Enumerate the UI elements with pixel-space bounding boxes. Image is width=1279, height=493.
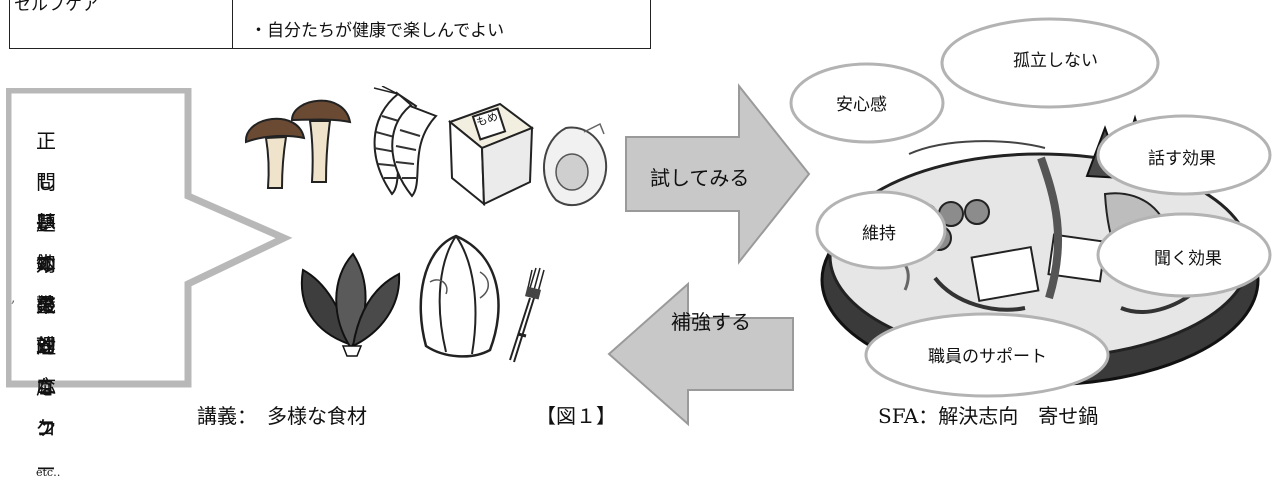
reinforce-arrow-label: 補強する	[671, 310, 751, 334]
stray-mark: ,	[11, 290, 16, 306]
table-divider	[232, 0, 233, 48]
bubble-hanasu-label: 話す効果	[1148, 149, 1216, 169]
bubble-kiku	[1096, 212, 1272, 298]
bubble-iji	[815, 190, 947, 270]
natto-icon	[447, 102, 535, 207]
bubble-anshin-label: 安心感	[836, 95, 887, 115]
spinach-icon	[300, 252, 401, 357]
try-arrow	[625, 83, 811, 265]
table-right-cell: ・自分たちが健康で楽しんでよい	[250, 21, 505, 41]
try-arrow-label: 試してみる	[650, 166, 750, 190]
mushroom-icon	[244, 99, 352, 189]
lecture-arrow-box	[6, 88, 293, 388]
reinforce-arrow	[607, 281, 794, 427]
caption-center: 【図１】	[536, 404, 616, 428]
bubble-support-label: 職員のサポート	[928, 347, 1047, 367]
table-left-cell: セルフケア	[14, 0, 99, 15]
noodles-icon	[509, 267, 545, 363]
lecture-line: 問題の整理	[36, 170, 56, 358]
shrimp-icon	[373, 86, 438, 198]
lecture-line-last: ションetc‥	[36, 334, 61, 479]
caption-right: SFA：解決志向 寄せ鍋	[878, 404, 1099, 428]
bubble-koritsu-label: 孤立しない	[1013, 51, 1098, 71]
bubble-hanasu	[1096, 114, 1272, 196]
top-table: セルフケア ・自分たちが健康で楽しんでよい	[9, 0, 651, 49]
lecture-line: ミュニケー	[36, 293, 56, 481]
bubble-anshin	[789, 62, 945, 144]
bubble-koritsu	[940, 17, 1160, 109]
lecture-line: 正しい知識	[36, 129, 56, 317]
bubble-support	[864, 312, 1110, 398]
lecture-etc: etc‥	[36, 466, 61, 479]
oyster-icon	[542, 122, 608, 206]
caption-left: 講義： 多様な食材	[197, 404, 367, 428]
cabbage-icon	[419, 234, 500, 358]
bubble-kiku-label: 聞く効果	[1154, 249, 1222, 269]
lecture-line: 基本の対応	[36, 211, 56, 399]
bubble-iji-label: 維持	[862, 224, 896, 244]
